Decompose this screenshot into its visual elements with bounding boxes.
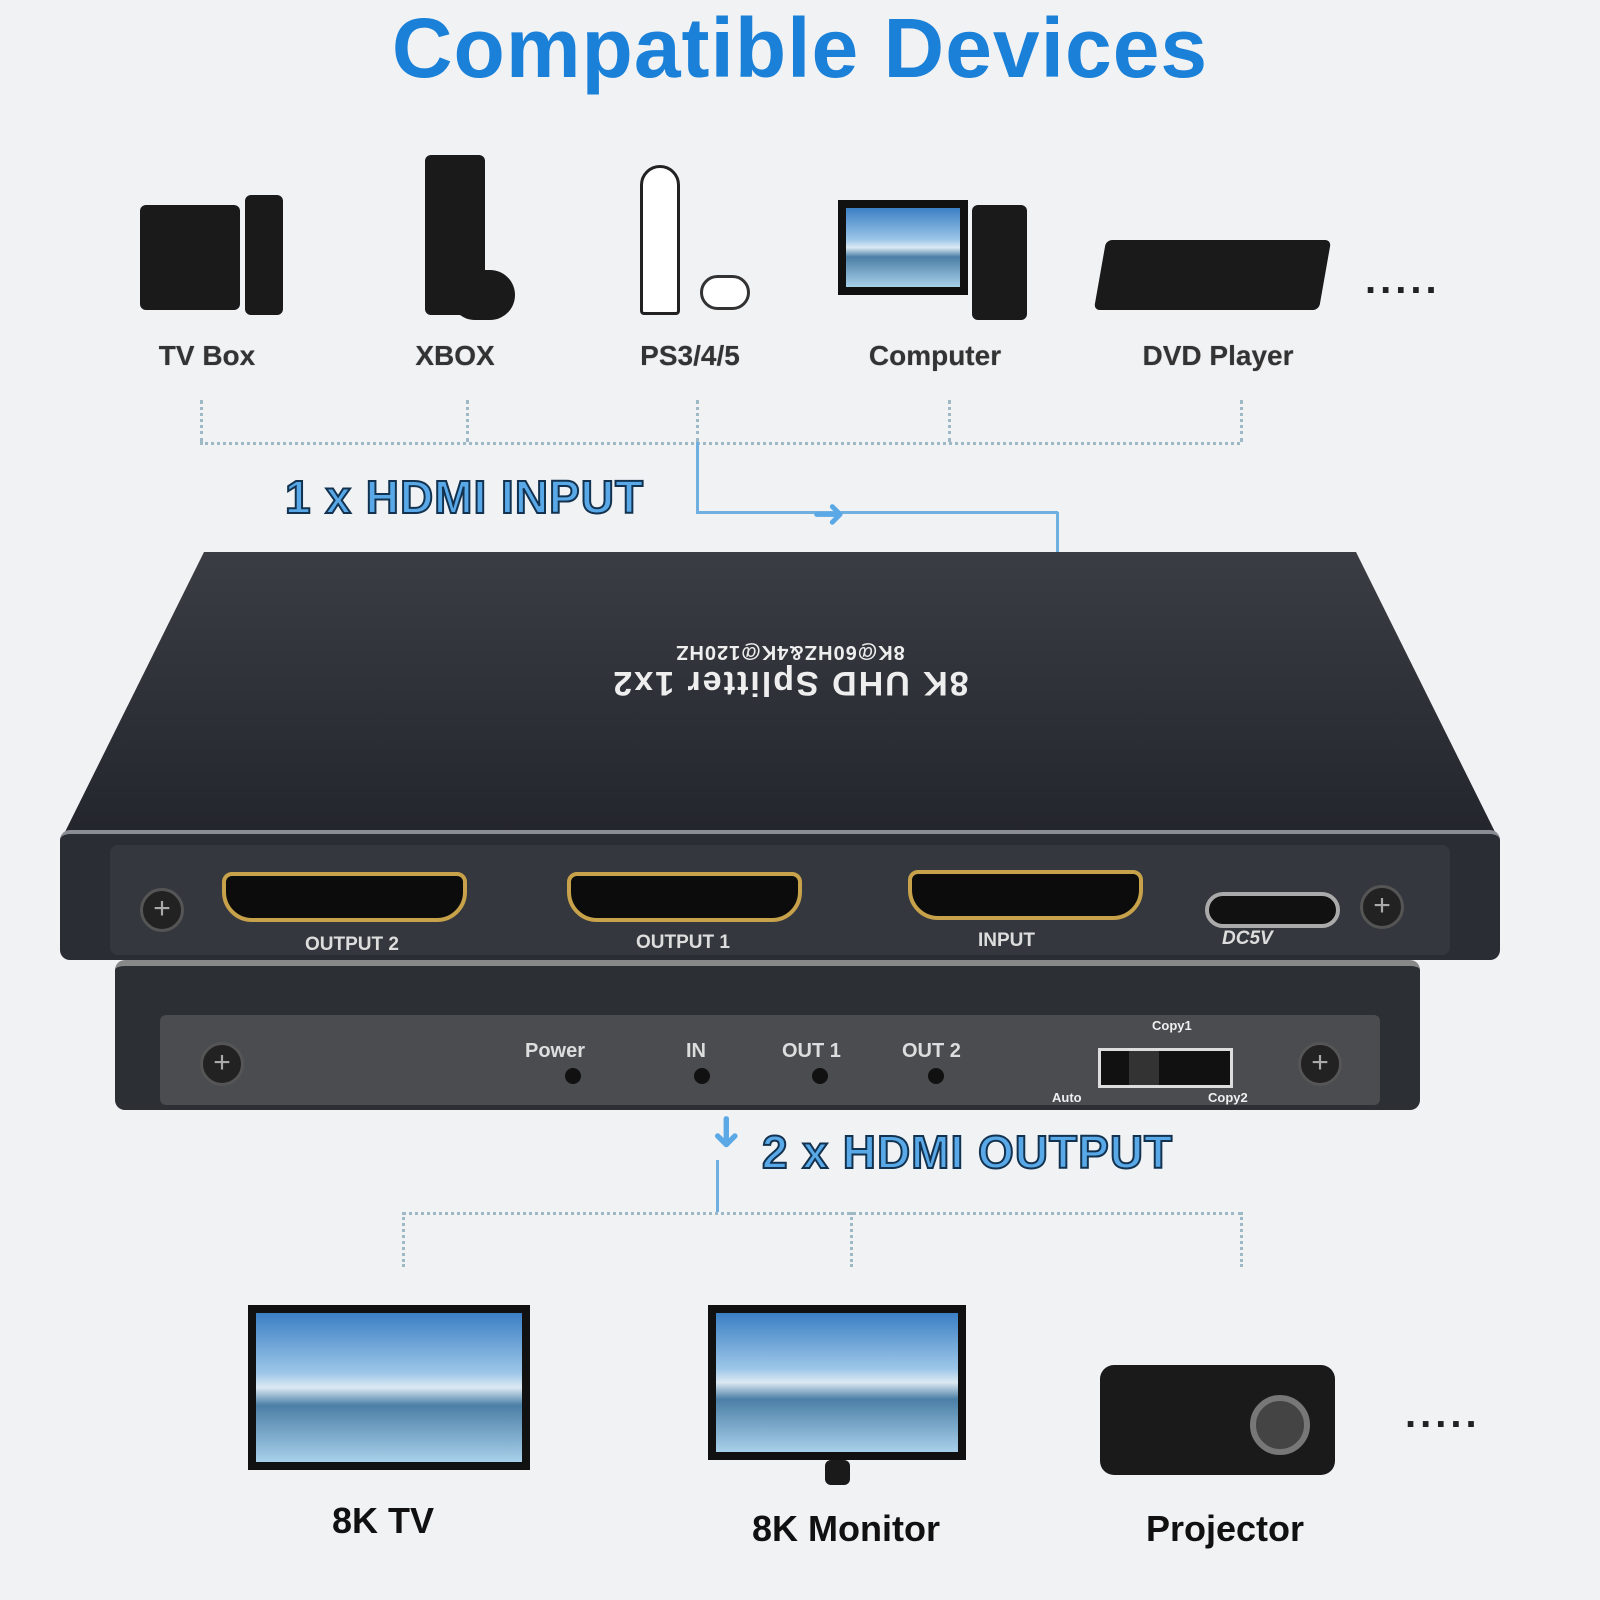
computer-icon [838, 200, 968, 295]
pc-tower-icon [972, 205, 1027, 320]
splitter-top [60, 552, 1500, 842]
mode-switch[interactable] [1098, 1048, 1233, 1088]
projector-icon [1100, 1365, 1335, 1475]
hdmi-output-2-port[interactable] [222, 872, 467, 922]
tv-box-icon [140, 205, 240, 310]
usb-c-power-port[interactable] [1205, 892, 1340, 928]
switch-label-copy1: Copy1 [1152, 1018, 1192, 1033]
input-flow-line [1056, 512, 1059, 552]
connector-line [200, 400, 203, 442]
page-title: Compatible Devices [391, 1, 1209, 95]
device-label: 8K Monitor [752, 1508, 940, 1549]
connector-line [850, 1212, 853, 1267]
led-label: Power [525, 1040, 586, 1062]
controller-icon [450, 270, 515, 320]
in-led [694, 1068, 710, 1084]
device-label: Projector [1145, 1508, 1305, 1549]
input-banner: 1 x HDMI INPUT [284, 470, 645, 524]
output-flow-line [716, 1160, 719, 1212]
device-label: Computer [868, 340, 1002, 371]
connector-line [402, 1212, 405, 1267]
switch-knob[interactable] [1129, 1051, 1159, 1085]
arrow-down-icon: ➜ [702, 1113, 752, 1151]
out1-led [812, 1068, 828, 1084]
screw-icon: + [200, 1042, 244, 1086]
connector-line [1240, 1212, 1243, 1267]
device-label: XBOX [415, 340, 495, 371]
connector-line [466, 400, 469, 442]
monitor-stand [825, 1460, 850, 1485]
port-label: OUTPUT 2 [305, 934, 399, 955]
connector-line [696, 400, 699, 442]
more-output-devices: ..... [1405, 1392, 1481, 1436]
port-label: DC5V [1222, 928, 1273, 949]
switch-label-copy2: Copy2 [1208, 1090, 1248, 1105]
device-name: 8K UHD Splitter 1x2 [611, 664, 969, 702]
dvd-player-icon [1093, 240, 1332, 310]
connector-line [402, 1212, 1242, 1215]
more-input-devices: ..... [1365, 258, 1441, 302]
output-banner: 2 x HDMI OUTPUT [761, 1125, 1174, 1179]
screw-icon: + [1298, 1042, 1342, 1086]
hdmi-input-port[interactable] [908, 870, 1143, 920]
connector-line [200, 442, 1240, 445]
port-label: OUTPUT 1 [636, 932, 730, 953]
input-flow-line [696, 442, 1058, 514]
playstation-icon [640, 165, 680, 315]
hdmi-output-1-port[interactable] [567, 872, 802, 922]
device-spec: 8K@60HZ&4K@120HZ [675, 641, 905, 663]
monitor-icon [708, 1305, 966, 1460]
device-label: TV Box [158, 340, 256, 371]
led-label: OUT 1 [782, 1040, 841, 1062]
connector-line [1240, 400, 1243, 442]
connector-line [948, 400, 951, 442]
switch-label-auto: Auto [1052, 1090, 1082, 1105]
screw-icon: + [140, 888, 184, 932]
remote-icon [245, 195, 283, 315]
projector-lens [1250, 1395, 1310, 1455]
led-label: OUT 2 [902, 1040, 961, 1062]
out2-led [928, 1068, 944, 1084]
screw-icon: + [1360, 885, 1404, 929]
tv-icon [248, 1305, 530, 1470]
port-label: INPUT [978, 930, 1035, 951]
gamepad-icon [700, 275, 750, 310]
device-label: DVD Player [1142, 340, 1294, 371]
device-branding: 8K UHD Splitter 1x2 8K@60HZ&4K@120HZ [460, 640, 1120, 702]
device-label: 8K TV [331, 1500, 435, 1541]
power-led [565, 1068, 581, 1084]
arrow-right-icon: ➜ [812, 492, 846, 536]
led-label: IN [686, 1040, 706, 1062]
device-label: PS3/4/5 [640, 340, 740, 371]
